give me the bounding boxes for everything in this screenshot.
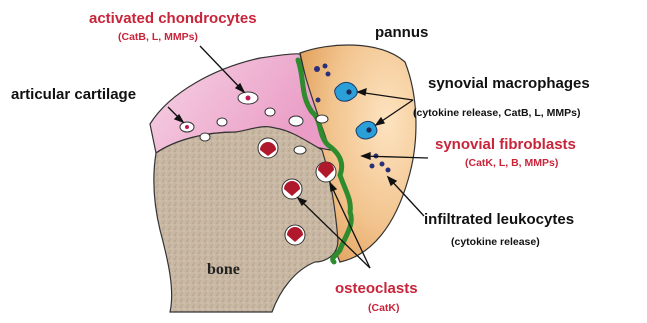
synovial-fibroblasts-title: synovial fibroblasts bbox=[435, 137, 576, 152]
bone-label: bone bbox=[207, 262, 240, 278]
synovial-fibroblasts-detail: (CatK, L, B, MMPs) bbox=[465, 158, 558, 169]
articular-cartilage-label: articular cartilage bbox=[11, 87, 136, 102]
infiltrated-leukocytes-title: infiltrated leukocytes bbox=[424, 212, 574, 227]
synovial-macrophages-title: synovial macrophages bbox=[428, 76, 590, 91]
synovial-macrophages-detail: (cytokine release, CatB, L, MMPs) bbox=[413, 108, 580, 119]
activated-chondrocytes-detail: (CatB, L, MMPs) bbox=[118, 32, 198, 43]
infiltrated-leukocytes-detail: (cytokine release) bbox=[451, 237, 540, 248]
osteoclasts-title: osteoclasts bbox=[335, 281, 418, 296]
activated-chondrocytes-title: activated chondrocytes bbox=[89, 11, 257, 26]
bone-region bbox=[154, 127, 338, 312]
osteoclasts-detail: (CatK) bbox=[368, 303, 400, 314]
pannus-label: pannus bbox=[375, 25, 428, 40]
